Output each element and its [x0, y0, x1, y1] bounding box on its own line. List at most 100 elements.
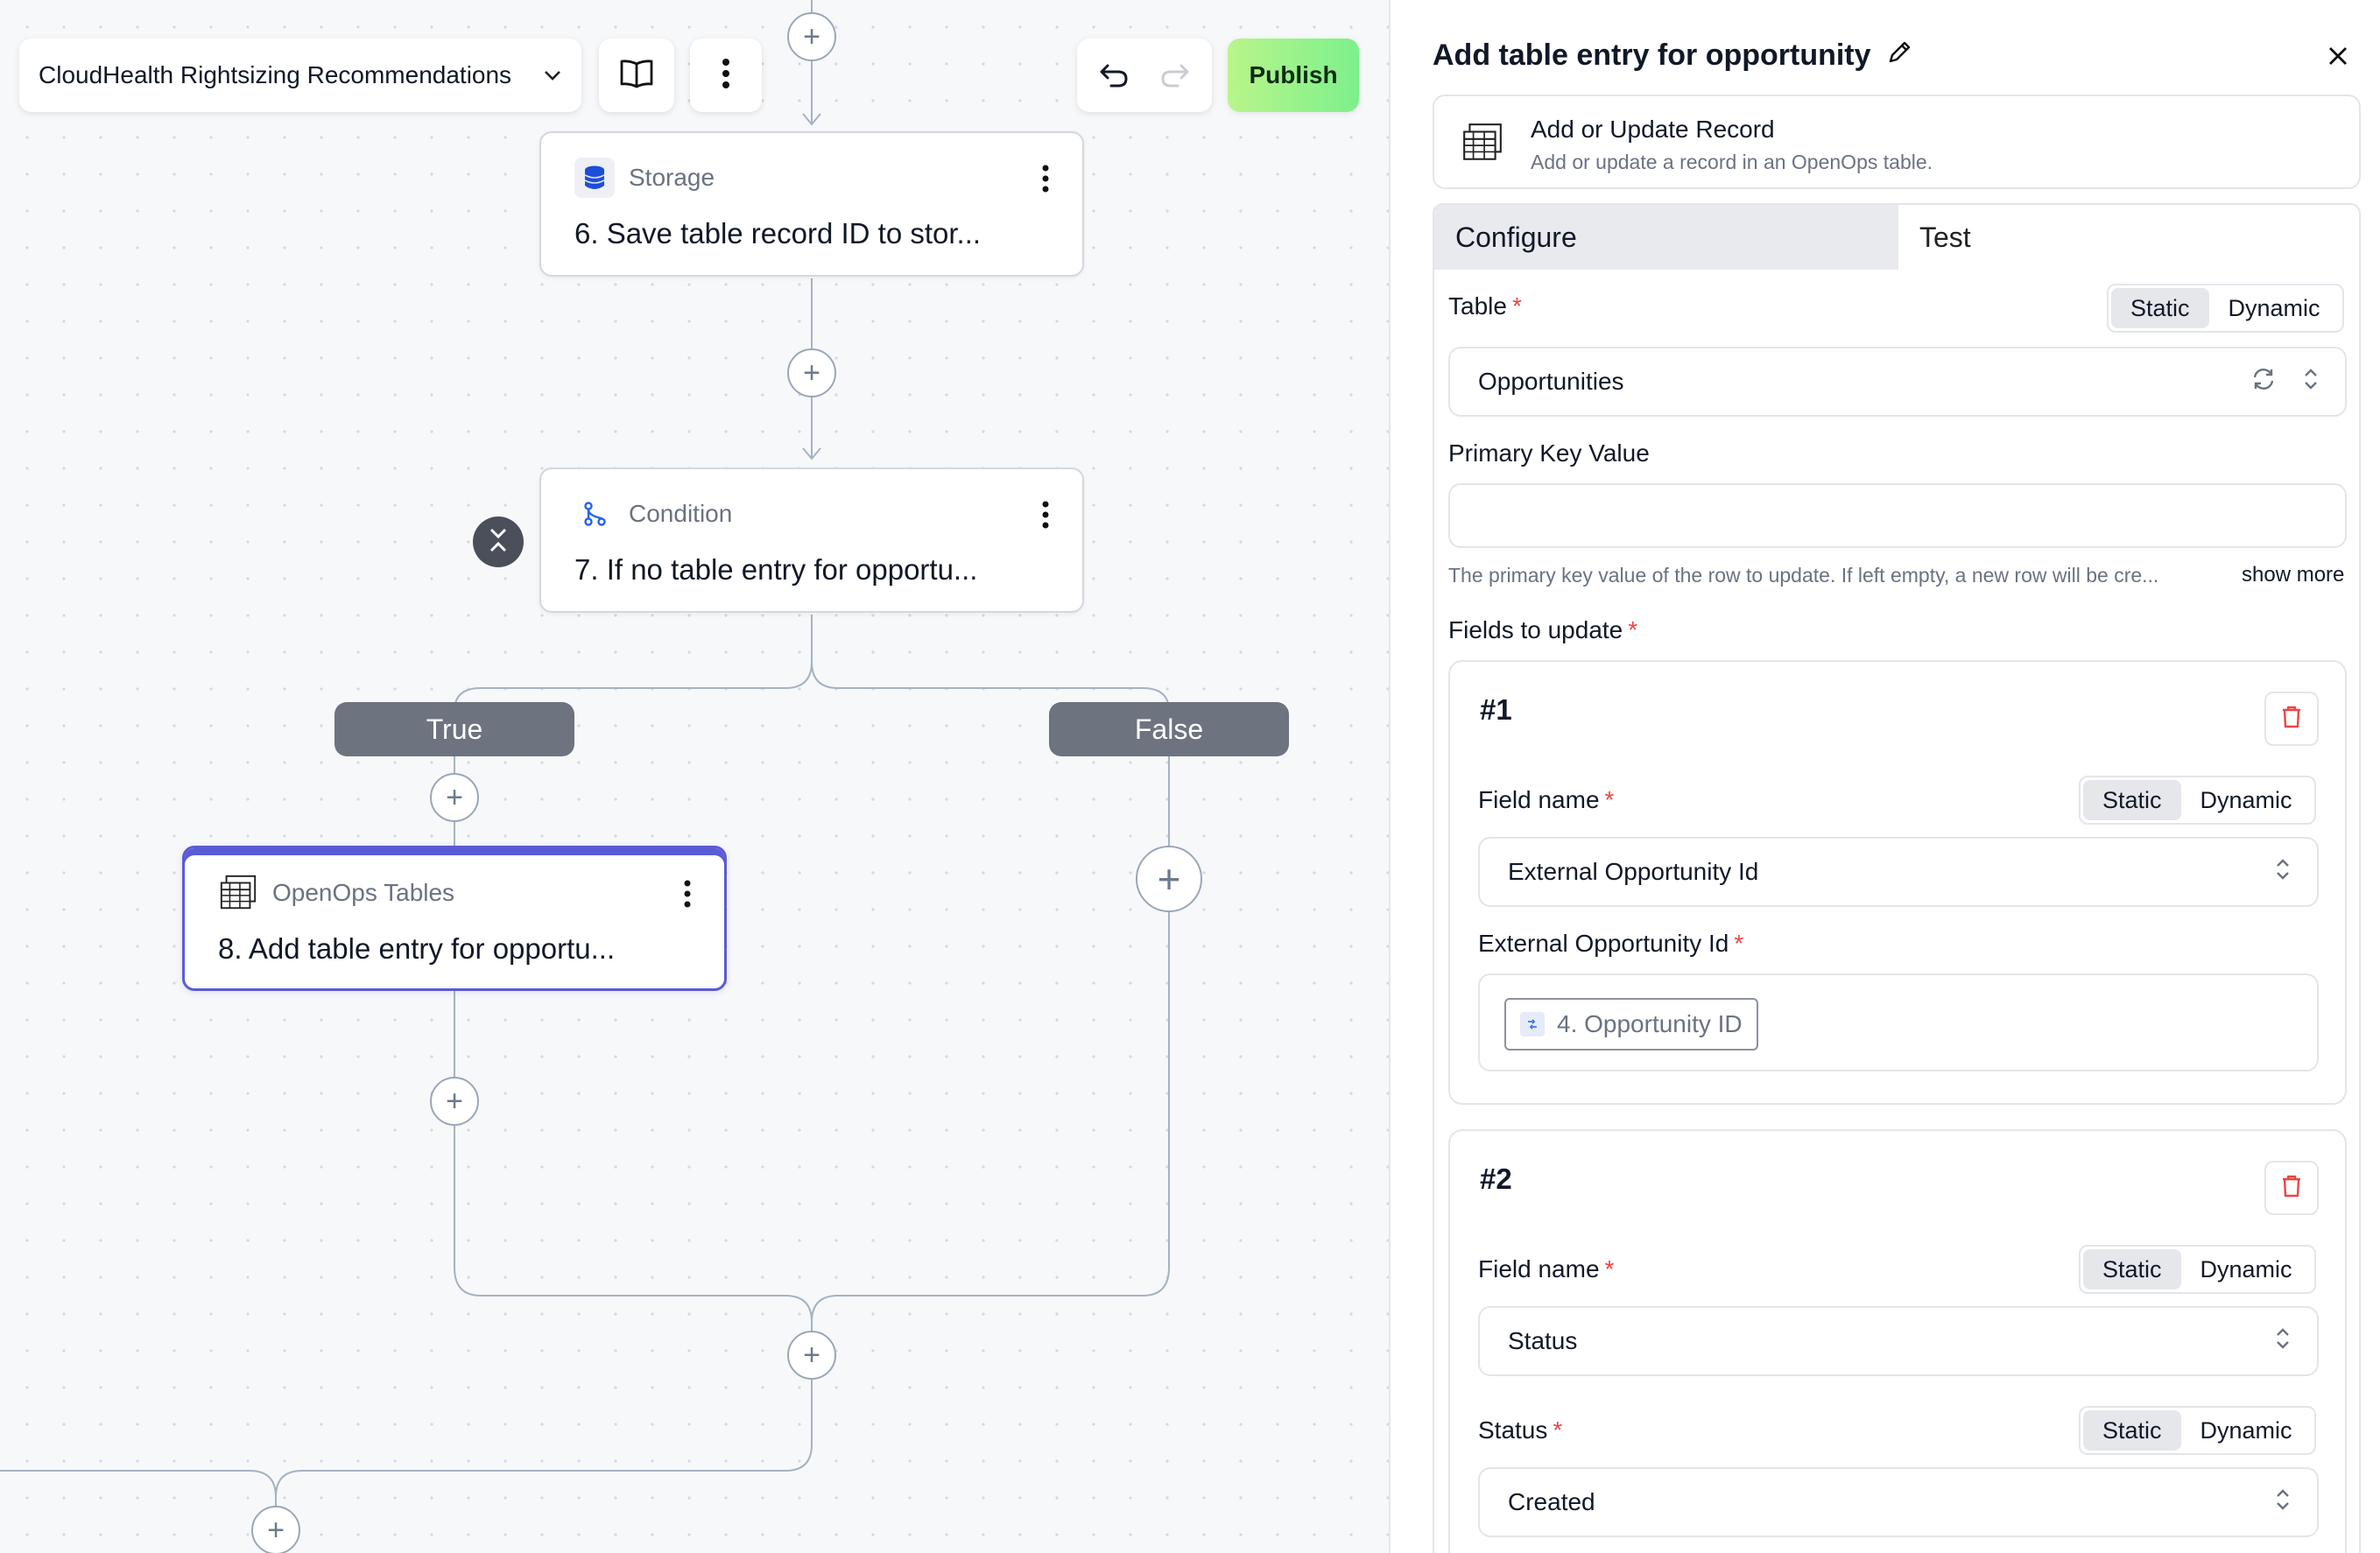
- toggle-static[interactable]: Static: [2083, 1410, 2181, 1451]
- fields-to-update-label: Fields to update*: [1448, 616, 1638, 643]
- field-name-label: Field name*: [1478, 1255, 1615, 1282]
- close-icon[interactable]: [2327, 40, 2348, 74]
- more-options-button[interactable]: [690, 39, 762, 112]
- step-reference-icon: [1520, 1012, 1545, 1037]
- flow-name-dropdown[interactable]: CloudHealth Rightsizing Recommendations: [19, 39, 581, 112]
- field-value-label: Status*: [1478, 1416, 1563, 1444]
- pencil-icon[interactable]: [1887, 39, 1913, 73]
- refresh-icon[interactable]: [2250, 367, 2277, 397]
- field-value-input[interactable]: 4. Opportunity ID: [1478, 973, 2319, 1072]
- step-menu-icon[interactable]: [684, 880, 691, 912]
- field-name-mode-toggle[interactable]: Static Dynamic: [2079, 776, 2316, 825]
- add-step-button[interactable]: +: [787, 12, 836, 61]
- add-step-button[interactable]: +: [787, 348, 836, 397]
- chevron-updown-icon: [2275, 1487, 2291, 1518]
- step-type-label: Condition: [629, 500, 733, 527]
- delete-group-button[interactable]: [2264, 1161, 2319, 1215]
- publish-button[interactable]: Publish: [1228, 39, 1359, 112]
- step-title: 8. Add table entry for opportu...: [218, 932, 616, 965]
- trash-icon: [2281, 705, 2302, 734]
- flow-name: CloudHealth Rightsizing Recommendations: [39, 61, 512, 88]
- field-group: #2 Field name* Static Dynamic Status: [1448, 1129, 2347, 1553]
- table-icon: [218, 873, 258, 913]
- step-card-storage[interactable]: Storage 6. Save table record ID to stor.…: [539, 131, 1084, 277]
- table-select-value: Opportunities: [1478, 368, 1624, 395]
- flow-connectors: [0, 0, 1170, 1553]
- collapse-icon: [487, 527, 510, 558]
- step-title: 7. If no table entry for opportu...: [574, 553, 978, 586]
- toggle-dynamic[interactable]: Dynamic: [2200, 786, 2292, 813]
- add-step-button[interactable]: +: [1136, 846, 1202, 912]
- undo-redo-group: [1077, 39, 1212, 112]
- trash-icon: [2281, 1174, 2302, 1203]
- field-name-label-text: Field name: [1478, 786, 1600, 813]
- step-type-label: Storage: [629, 164, 715, 191]
- field-value-label-text: External Opportunity Id: [1478, 930, 1729, 957]
- action-selector[interactable]: Add or Update Record Add or update a rec…: [1433, 95, 2361, 189]
- table-label-text: Table: [1448, 292, 1507, 320]
- step-menu-icon[interactable]: [1042, 501, 1049, 533]
- delete-group-button[interactable]: [2264, 692, 2319, 746]
- docs-button[interactable]: [599, 39, 674, 112]
- group-number: #2: [1480, 1163, 1512, 1195]
- branch-icon: [574, 494, 615, 534]
- field-name-label: Field name*: [1478, 786, 1615, 813]
- tab-configure[interactable]: Configure: [1434, 205, 1898, 270]
- primary-key-help: The primary key value of the row to upda…: [1448, 564, 2159, 587]
- branch-true-label: True: [334, 702, 574, 756]
- field-group: #1 Field name* Static Dynamic External O…: [1448, 660, 2347, 1105]
- table-icon: [1461, 123, 1504, 167]
- tab-test[interactable]: Test: [1919, 221, 1971, 253]
- toggle-dynamic[interactable]: Dynamic: [2228, 294, 2320, 321]
- step-title: 6. Save table record ID to stor...: [574, 217, 982, 249]
- group-number: #1: [1480, 693, 1512, 726]
- step-card-condition[interactable]: Condition 7. If no table entry for oppor…: [539, 467, 1084, 613]
- toggle-static[interactable]: Static: [2083, 780, 2181, 820]
- field-value-label-text: Status: [1478, 1416, 1548, 1444]
- branch-false-label: False: [1049, 702, 1289, 756]
- toggle-dynamic[interactable]: Dynamic: [2200, 1255, 2292, 1282]
- toggle-static[interactable]: Static: [2083, 1249, 2181, 1289]
- book-icon: [619, 59, 654, 93]
- table-select[interactable]: Opportunities: [1448, 347, 2347, 417]
- field-name-label-text: Field name: [1478, 1255, 1600, 1282]
- step-settings-panel: Add table entry for opportunity Add or U…: [1389, 0, 2380, 1553]
- panel-tabs: Configure Test: [1433, 203, 2361, 270]
- chevron-updown-icon: [2275, 1326, 2291, 1357]
- status-value: Created: [1508, 1488, 1595, 1515]
- redo-icon[interactable]: [1144, 62, 1206, 88]
- step-card-openops-tables[interactable]: OpenOps Tables 8. Add table entry for op…: [182, 846, 727, 991]
- data-reference-chip[interactable]: 4. Opportunity ID: [1504, 998, 1758, 1051]
- step-menu-icon[interactable]: [1042, 165, 1049, 197]
- field-value-mode-toggle[interactable]: Static Dynamic: [2079, 1406, 2316, 1455]
- field-name-mode-toggle[interactable]: Static Dynamic: [2079, 1245, 2316, 1294]
- table-label: Table*: [1448, 292, 1522, 320]
- add-step-button[interactable]: +: [430, 1077, 479, 1126]
- status-select[interactable]: Created: [1478, 1467, 2319, 1537]
- chevron-updown-icon: [2303, 367, 2319, 397]
- database-icon: [574, 158, 615, 198]
- panel-title: Add table entry for opportunity: [1433, 39, 1913, 73]
- show-more-link[interactable]: show more: [2242, 563, 2345, 587]
- flow-canvas[interactable]: CloudHealth Rightsizing Recommendations …: [0, 0, 1389, 1553]
- chevron-updown-icon: [2275, 857, 2291, 888]
- field-name-value: Status: [1508, 1327, 1578, 1354]
- table-mode-toggle[interactable]: Static Dynamic: [2107, 284, 2344, 333]
- toggle-dynamic[interactable]: Dynamic: [2200, 1416, 2292, 1444]
- chip-label: 4. Opportunity ID: [1557, 1010, 1743, 1037]
- primary-key-label: Primary Key Value: [1448, 439, 1650, 467]
- panel-title-text: Add table entry for opportunity: [1433, 39, 1871, 72]
- add-step-button[interactable]: +: [787, 1331, 836, 1380]
- add-step-button[interactable]: +: [251, 1506, 300, 1553]
- fields-to-update-text: Fields to update: [1448, 616, 1623, 643]
- add-step-button[interactable]: +: [430, 773, 479, 822]
- action-name: Add or Update Record: [1531, 116, 1775, 143]
- field-name-select[interactable]: External Opportunity Id: [1478, 837, 2319, 907]
- primary-key-input[interactable]: [1448, 483, 2347, 548]
- field-name-value: External Opportunity Id: [1508, 858, 1759, 885]
- undo-icon[interactable]: [1083, 62, 1144, 88]
- collapse-branch-button[interactable]: [473, 516, 524, 567]
- field-name-select[interactable]: Status: [1478, 1306, 2319, 1376]
- action-description: Add or update a record in an OpenOps tab…: [1531, 151, 1933, 173]
- toggle-static[interactable]: Static: [2111, 288, 2209, 328]
